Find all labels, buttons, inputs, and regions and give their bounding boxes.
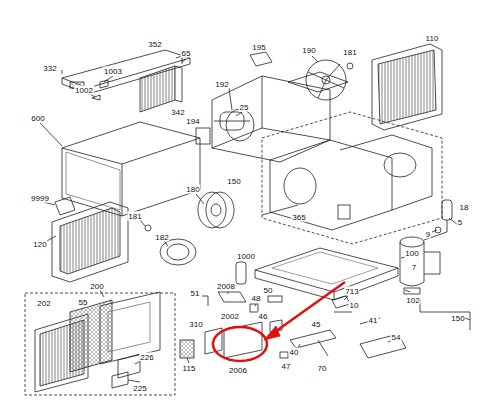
callout-number: 192 xyxy=(214,80,229,89)
condenser-coil xyxy=(372,44,442,130)
accumulator xyxy=(424,200,452,240)
callout-number: 120 xyxy=(32,240,47,249)
callout-number: 65 xyxy=(181,49,192,58)
callout-number: 54 xyxy=(391,333,402,342)
side-curtain xyxy=(140,66,182,112)
callout-number: 182 xyxy=(154,233,169,242)
grille xyxy=(52,202,128,282)
bracket xyxy=(92,56,182,100)
callout-number: 713 xyxy=(344,287,359,296)
callout-number: 181 xyxy=(127,212,142,221)
callout-number: 310 xyxy=(188,320,203,329)
callout-number: 5 xyxy=(457,218,463,227)
highlight-circle xyxy=(213,327,267,361)
callout-number: 2002 xyxy=(220,312,240,321)
callout-number: 40 xyxy=(289,348,300,357)
callout-number: 41 xyxy=(368,316,379,325)
callout-number: 100 xyxy=(404,249,419,258)
callout-number: 225 xyxy=(132,384,147,393)
callout-number: 18 xyxy=(459,203,470,212)
nut xyxy=(347,63,353,69)
callout-number: 332 xyxy=(42,64,57,73)
callout-number: 115 xyxy=(182,364,197,373)
remote-control xyxy=(236,262,246,284)
callout-number: 600 xyxy=(30,114,45,123)
callout-number: 10 xyxy=(349,301,360,310)
highlight-arrowhead xyxy=(264,326,280,340)
callout-number: 202 xyxy=(36,299,51,308)
callout-number: 342 xyxy=(170,108,185,117)
callout-number: 50 xyxy=(263,286,274,295)
fan-blade xyxy=(306,60,346,100)
leader-line xyxy=(40,56,470,382)
callout-number: 47 xyxy=(281,362,292,371)
callout-number: 1003 xyxy=(103,67,123,76)
cover-plate xyxy=(250,52,272,66)
compressor xyxy=(400,237,440,294)
callout-number: 9 xyxy=(425,230,431,239)
front-panel xyxy=(35,292,160,392)
fan-motor xyxy=(214,112,250,130)
callout-number: 194 xyxy=(185,117,200,126)
cabinet xyxy=(62,122,200,216)
callout-number: 1000 xyxy=(236,252,256,261)
callout-number: 102 xyxy=(405,296,420,305)
callout-number: 110 xyxy=(425,34,440,43)
callout-number: 181 xyxy=(342,48,357,57)
callout-number: 2006 xyxy=(228,366,248,375)
callout-number: 195 xyxy=(251,43,266,52)
callout-number: 51 xyxy=(190,289,201,298)
callout-number: 150 xyxy=(226,177,241,186)
callout-number: 7 xyxy=(411,263,417,272)
label-plate xyxy=(55,197,75,215)
callout-number: 2008 xyxy=(216,282,236,291)
blower-wheel xyxy=(198,192,234,228)
callout-number: 352 xyxy=(147,40,162,49)
callout-number: 45 xyxy=(311,320,322,329)
base-pan xyxy=(255,248,398,300)
callout-number: 70 xyxy=(317,364,328,373)
callout-number: 9999 xyxy=(30,194,50,203)
callout-number: 200 xyxy=(89,282,104,291)
callout-number: 150 xyxy=(450,314,465,323)
evaporator-housing xyxy=(270,135,432,230)
highlight-arrow xyxy=(272,282,345,334)
callout-number: 25 xyxy=(239,103,250,112)
callout-number: 190 xyxy=(301,46,316,55)
callout-number: 365 xyxy=(291,213,306,222)
blower-housing xyxy=(212,72,348,162)
callout-number: 46 xyxy=(258,312,269,321)
motor-mount xyxy=(196,128,210,144)
nut xyxy=(145,225,151,231)
bracket xyxy=(338,205,350,219)
callout-number: 226 xyxy=(139,353,154,362)
group-outline xyxy=(25,293,175,395)
callout-number: 180 xyxy=(185,185,200,194)
refrigerant-tube xyxy=(420,300,470,330)
callout-number: 55 xyxy=(78,298,89,307)
callout-number: 48 xyxy=(251,294,262,303)
assembly-outline xyxy=(262,112,442,244)
callout-number: 1002 xyxy=(74,86,94,95)
